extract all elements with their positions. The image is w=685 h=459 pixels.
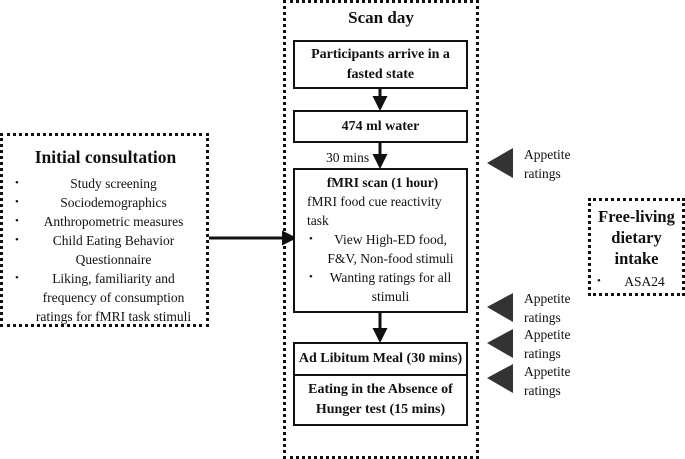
appetite-label-2: Appetite ratings — [524, 291, 571, 325]
appetite-marker-4 — [487, 364, 513, 393]
consultation-item: Study screening — [13, 174, 198, 193]
consultation-item: Liking, familiarity and frequency of con… — [13, 269, 198, 326]
free-living-item: ASA24 — [595, 272, 678, 291]
fmri-box: fMRI scan (1 hour) fMRI food cue reactiv… — [293, 168, 468, 313]
arrive-text: Participants arrive in a fasted state — [311, 46, 450, 82]
wait-label: 30 mins — [326, 150, 370, 165]
fmri-item: View High-ED food, F&V, Non-food stimuli — [307, 230, 458, 268]
fmri-item: Wanting ratings for all stimuli — [307, 268, 458, 306]
free-living-title: Free-living dietary intake — [598, 207, 675, 268]
consultation-item: Sociodemographics — [13, 193, 198, 212]
water-box: 474 ml water — [293, 110, 468, 143]
appetite-label-1: Appetite ratings — [524, 147, 571, 181]
meal-box: Ad Libitum Meal (30 mins) — [293, 342, 468, 376]
appetite-marker-3 — [487, 329, 513, 358]
scan-day-title: Scan day — [348, 8, 414, 27]
free-living-list: ASA24 — [595, 272, 678, 291]
fmri-title: fMRI scan (1 hour) — [326, 175, 439, 190]
consultation-item: Anthropometric measures — [13, 212, 198, 231]
appetite-marker-1 — [487, 148, 513, 178]
initial-consultation-box: Initial consultation Study screening Soc… — [0, 133, 209, 327]
appetite-marker-2 — [487, 293, 513, 322]
scan-day-frame — [283, 0, 479, 459]
appetite-label-4: Appetite ratings — [524, 364, 571, 398]
fmri-task: fMRI food cue reactivity task — [307, 194, 442, 228]
arrive-box: Participants arrive in a fasted state — [293, 40, 468, 89]
appetite-label-3: Appetite ratings — [524, 327, 571, 361]
water-text: 474 ml water — [341, 118, 420, 134]
free-living-box: Free-living dietary intake ASA24 — [588, 198, 685, 296]
eah-box: Eating in the Absence of Hunger test (15… — [293, 374, 468, 426]
initial-consultation-title: Initial consultation — [34, 147, 177, 167]
eah-text: Eating in the Absence of Hunger test (15… — [308, 382, 453, 417]
initial-consultation-list: Study screening Sociodemographics Anthro… — [13, 174, 198, 326]
meal-text: Ad Libitum Meal (30 mins) — [298, 351, 463, 366]
fmri-list: View High-ED food, F&V, Non-food stimuli… — [307, 230, 458, 306]
consultation-item: Child Eating Behavior Questionnaire — [13, 231, 198, 269]
